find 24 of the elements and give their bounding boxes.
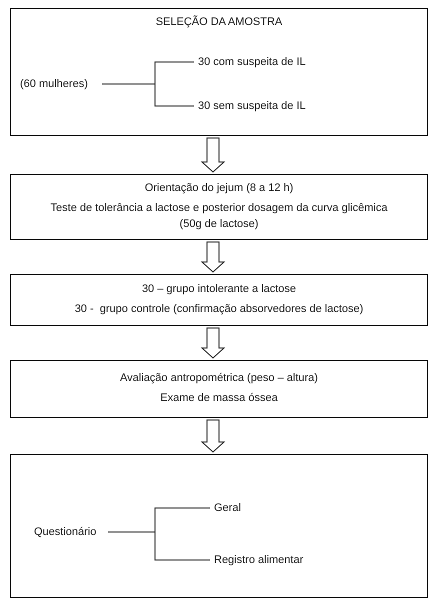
process-box — [10, 454, 428, 598]
box-title: SELEÇÃO DA AMOSTRA — [156, 15, 282, 30]
hollow-down-arrow — [200, 242, 226, 273]
hollow-down-arrow — [200, 138, 226, 173]
process-box — [10, 8, 428, 136]
process-box — [10, 360, 428, 418]
box-text: 30 – grupo intolerante a lactose — [142, 282, 296, 298]
bracket-line — [102, 84, 194, 106]
hollow-down-arrow — [200, 420, 226, 453]
branch-label: 30 com suspeita de IL — [198, 54, 338, 70]
branch-label: Questionário — [34, 524, 104, 540]
hollow-down-arrow — [200, 328, 226, 359]
box-text: Teste de tolerância a lactose e posterior dosagem da curva glicêmica (50g de lactose) — [50, 201, 388, 232]
box-text: Orientação do jejum (8 a 12 h) — [144, 181, 294, 196]
branch-label: 30 sem suspeita de IL — [198, 98, 338, 114]
bracket-line — [108, 532, 210, 560]
box-text: Avaliação antropométrica (peso – altura) — [120, 371, 318, 386]
branch-label: (60 mulheres) — [20, 76, 98, 92]
process-box — [10, 174, 428, 240]
branch-label: Geral — [214, 500, 264, 516]
box-text: 30 - grupo controle (confirmação absorvedores de lactose) — [74, 302, 364, 317]
branch-label: Registro alimentar — [214, 552, 324, 568]
process-box — [10, 274, 428, 326]
box-text: Exame de massa óssea — [160, 391, 278, 406]
